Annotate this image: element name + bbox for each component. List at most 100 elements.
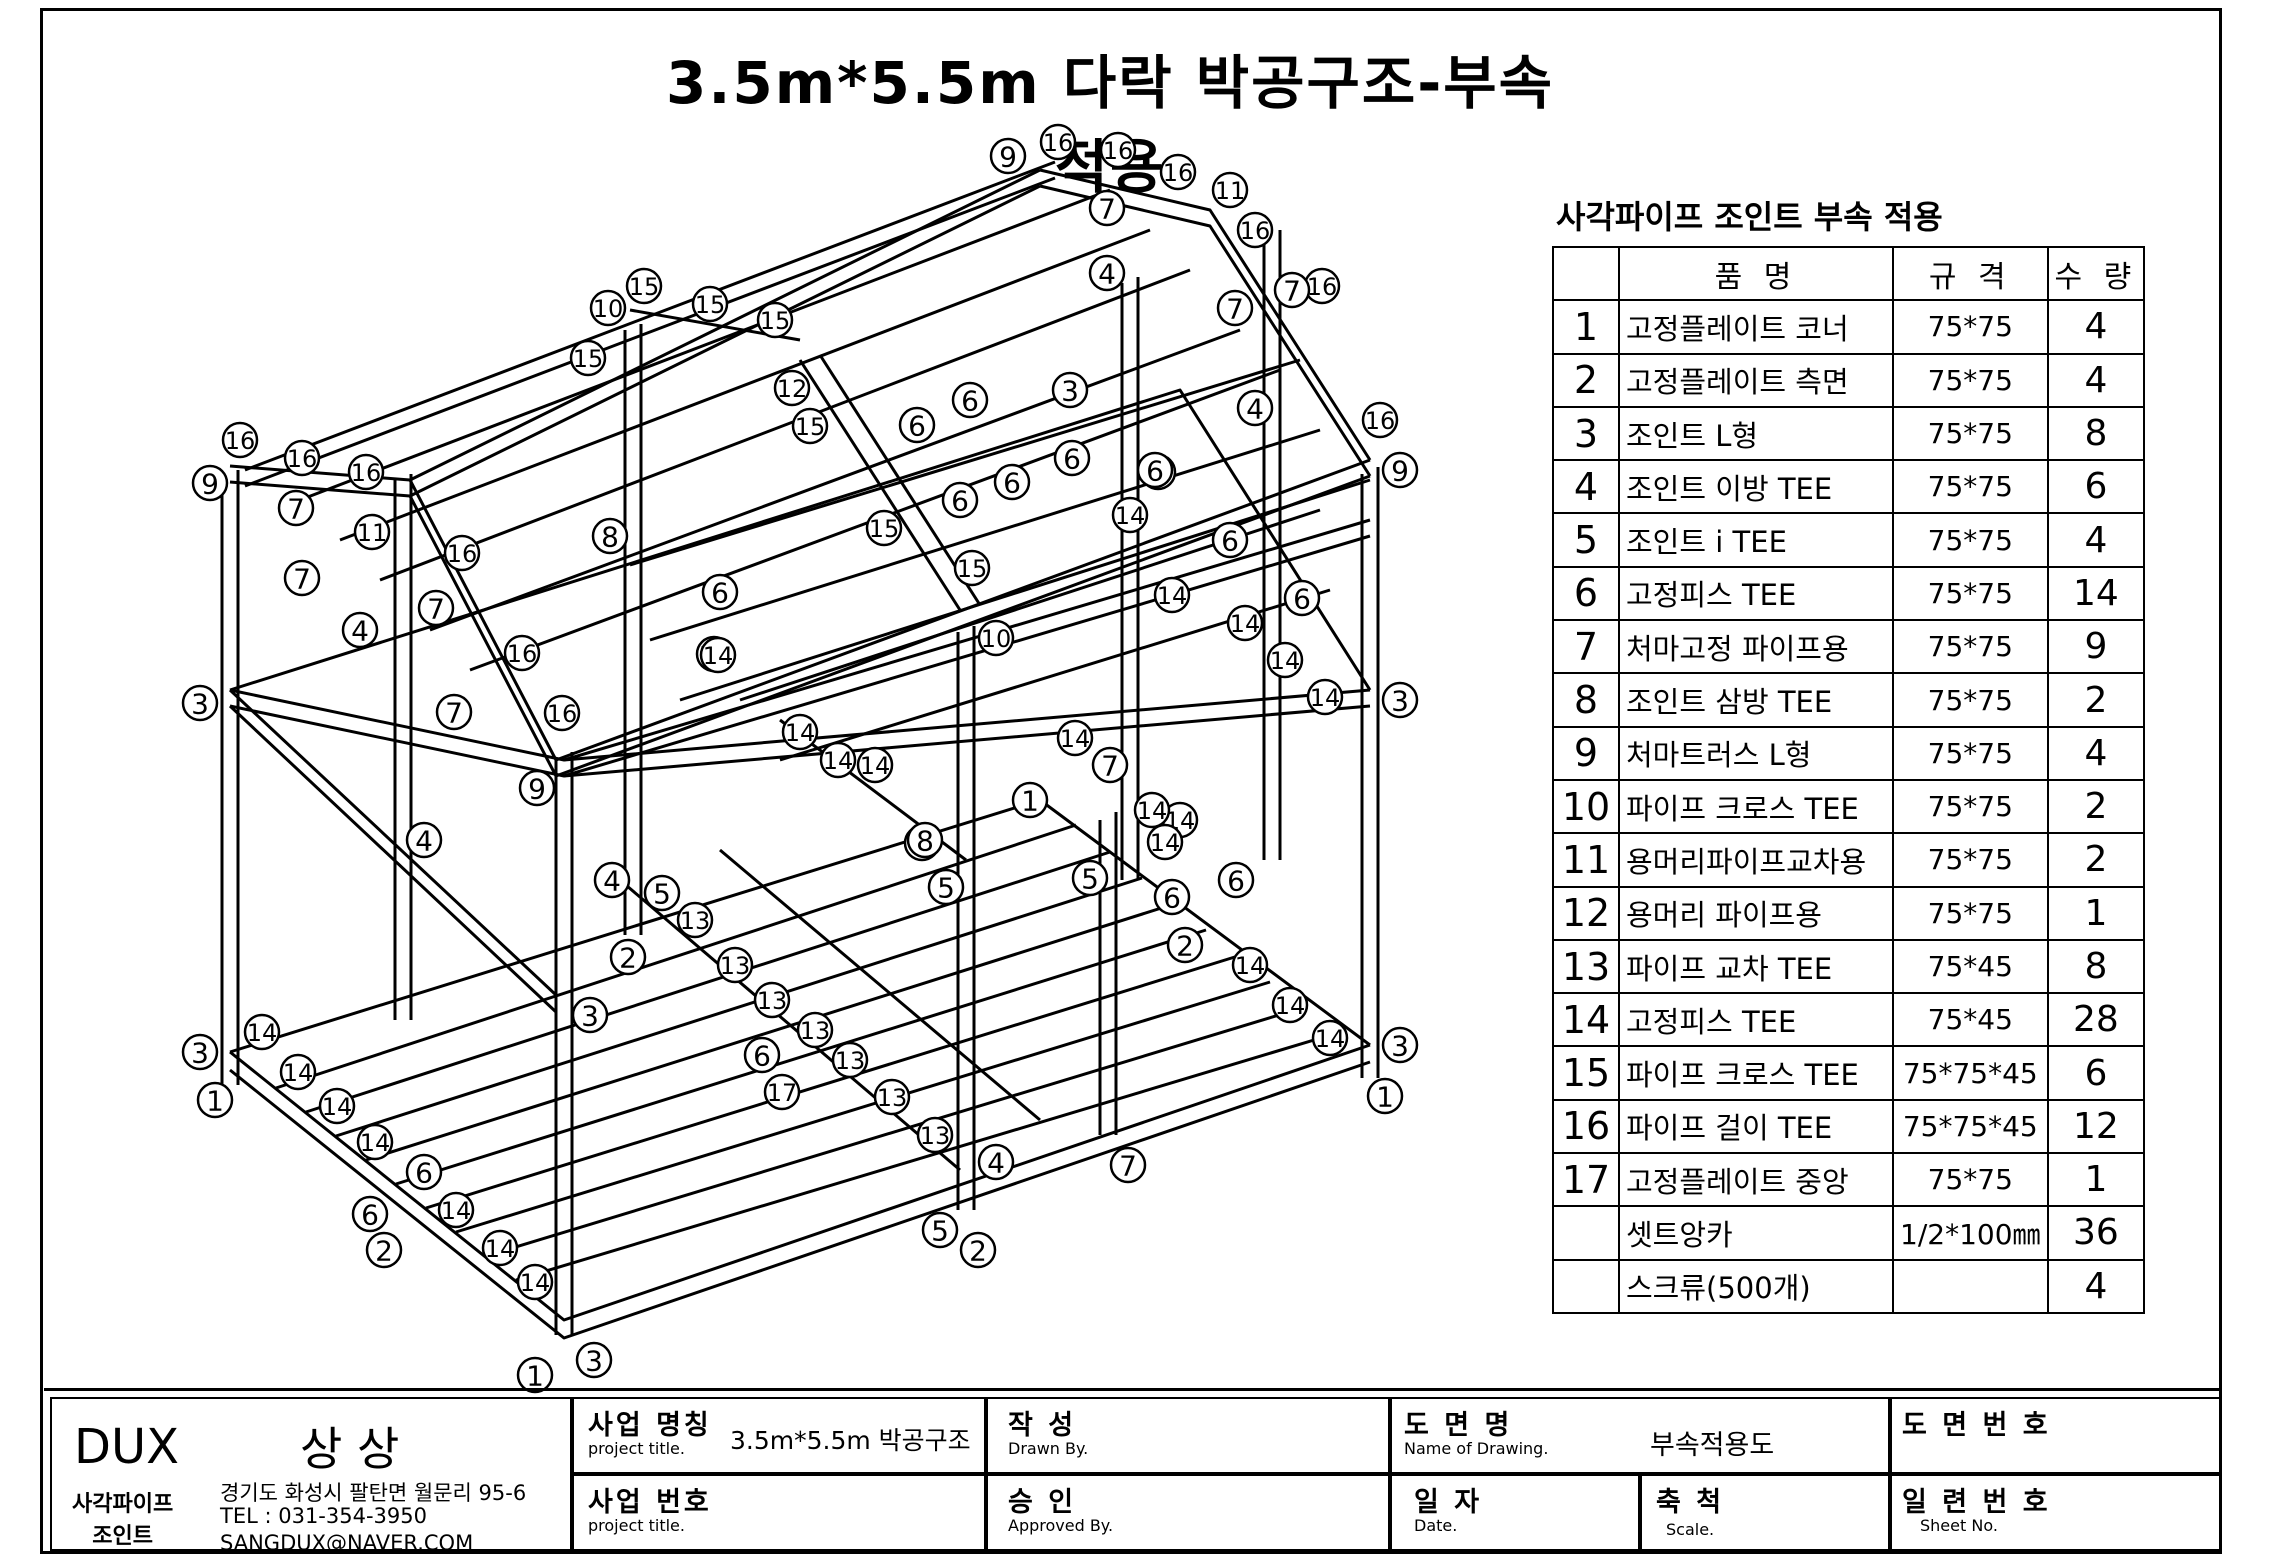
callout-circle — [993, 463, 1031, 501]
callout-bubble: 6 — [941, 481, 979, 519]
callout-circle — [1011, 781, 1049, 819]
callout-number: 14 — [1270, 647, 1301, 675]
callout-number: 14 — [1235, 952, 1266, 980]
callout-bubble: 16 — [543, 694, 581, 732]
callout-circle — [959, 1231, 997, 1269]
part-spec-cell: 75*75 — [1892, 565, 2049, 622]
callout-number: 16 — [1365, 407, 1396, 435]
part-no-cell: 4 — [1552, 459, 1620, 515]
part-name-cell: 조인트 L형 — [1618, 405, 1894, 462]
company-address: 경기도 화성시 팔탄면 월문리 95-6 — [220, 1481, 527, 1505]
callout-number: 14 — [247, 1019, 278, 1047]
callout-bubble: 13 — [676, 901, 714, 939]
part-no-cell: 15 — [1552, 1045, 1620, 1101]
part-name-cell: 고정플레이트 중앙 — [1618, 1152, 1894, 1208]
callout-circle — [1266, 641, 1304, 679]
callout-number: 16 — [1163, 159, 1194, 187]
part-spec-cell: 75*75 — [1892, 459, 2049, 515]
part-no-cell: 13 — [1552, 938, 1620, 995]
callout-circle — [283, 439, 321, 477]
callout-number: 9 — [528, 773, 546, 806]
callout-circle — [181, 684, 219, 722]
callout-bubble: 16 — [283, 439, 321, 477]
callout-bubble: 4 — [1236, 389, 1274, 427]
part-spec-cell: 75*75 — [1892, 832, 2049, 888]
callout-number: 9 — [999, 141, 1017, 174]
sheet-number-label: 일 련 번 호 — [1902, 1487, 2051, 1518]
header-spec: 규 격 — [1892, 245, 2049, 302]
callout-number: 2 — [375, 1235, 393, 1268]
callout-bubble: 14 — [1231, 946, 1269, 984]
callout-number: 6 — [415, 1157, 433, 1190]
callout-circle — [1099, 131, 1137, 169]
callout-number: 5 — [937, 872, 955, 905]
callout-bubble: 7 — [417, 589, 455, 627]
part-no-cell: 17 — [1552, 1152, 1620, 1208]
callout-bubble: 14 — [1056, 719, 1094, 757]
callout-circle — [1366, 1077, 1404, 1115]
part-name-cell: 스크류(500개) — [1618, 1258, 1894, 1314]
callout-bubble: 14 — [279, 1053, 317, 1091]
drawing-name-value: 부속적용도 — [1650, 1430, 1775, 1461]
callout-circle — [437, 1191, 475, 1229]
callout-number: 6 — [1146, 455, 1164, 488]
approved-by-label: 승 인 — [1008, 1487, 1077, 1518]
part-qty-cell: 14 — [2046, 565, 2146, 622]
drawing-name-label: 도 면 명 — [1404, 1410, 1513, 1441]
callout-number: 6 — [361, 1199, 379, 1232]
callout-number: 6 — [1293, 583, 1311, 616]
part-name-cell: 파이프 크로스 TEE — [1618, 1045, 1894, 1101]
callout-circle — [921, 1211, 959, 1249]
company-tel: TEL : 031-354-3950 — [220, 1504, 427, 1528]
callout-circle — [1216, 289, 1254, 327]
callout-bubble: 9 — [989, 137, 1027, 175]
callout-bubble: 7 — [435, 693, 473, 731]
callout-bubble: 4 — [405, 821, 443, 859]
part-spec-cell: 75*75 — [1892, 512, 2049, 568]
callout-bubble: 14 — [819, 741, 857, 779]
callout-bubble: 13 — [753, 981, 791, 1019]
callout-bubble: 6 — [993, 463, 1031, 501]
callout-number: 6 — [951, 485, 969, 518]
callout-circle — [1361, 401, 1399, 439]
callout-bubble: 4 — [593, 861, 631, 899]
callout-bubble: 14 — [243, 1013, 281, 1051]
callout-bubble: 8 — [906, 821, 944, 859]
callout-number: 16 — [287, 445, 318, 473]
callout-number: 14 — [485, 1235, 516, 1263]
callout-circle — [716, 946, 754, 984]
drawing-border — [40, 8, 2222, 1554]
callout-circle — [865, 509, 903, 547]
callout-circle — [1236, 211, 1274, 249]
callout-bubble: 7 — [283, 559, 321, 597]
callout-circle — [351, 1195, 389, 1233]
callout-bubble: 13 — [716, 946, 754, 984]
callout-number: 3 — [581, 1000, 599, 1033]
callout-bubble: 14 — [699, 636, 737, 674]
callout-number: 14 — [1150, 829, 1181, 857]
callout-circle — [417, 589, 455, 627]
callout-circle — [589, 289, 627, 327]
callout-number: 10 — [981, 625, 1012, 653]
parts-table-row: 스크류(500개)4 — [1552, 1258, 2146, 1314]
callout-circle — [701, 573, 739, 611]
callout-bubble: 1 — [1366, 1077, 1404, 1115]
callout-number: 6 — [753, 1040, 771, 1073]
callout-number: 5 — [1081, 863, 1099, 896]
approved-by-cell: 승 인 Approved By. — [986, 1474, 1390, 1551]
callout-bubble: 14 — [781, 713, 819, 751]
part-spec-cell: 1/2*100㎜ — [1892, 1205, 2049, 1261]
callout-circle — [221, 421, 259, 459]
callout-number: 9 — [1391, 455, 1409, 488]
date-sub: Date. — [1414, 1516, 1458, 1535]
callout-circle — [953, 549, 991, 587]
part-no-cell: 11 — [1552, 832, 1620, 888]
callout-number: 1 — [206, 1085, 224, 1118]
callout-bubble: 11 — [1211, 171, 1249, 209]
callout-bubble: 16 — [1236, 211, 1274, 249]
callout-circle — [356, 1123, 394, 1161]
callout-circle — [691, 285, 729, 323]
